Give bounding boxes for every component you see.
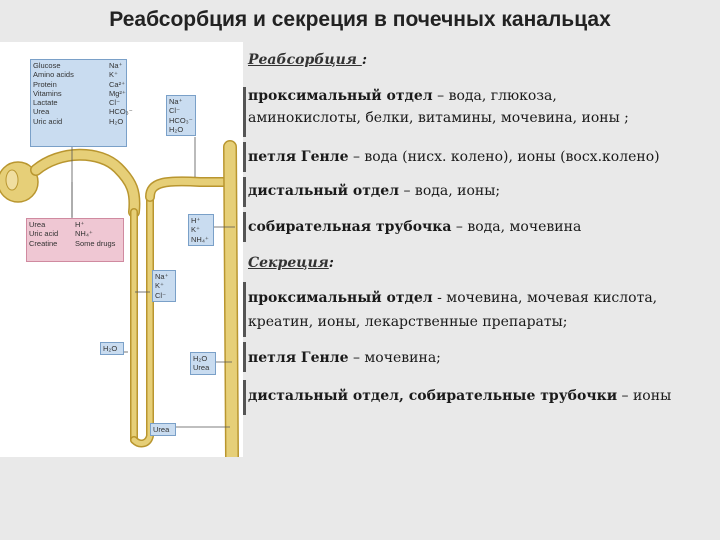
line-sprox: проксимальный отдел - мочевина, мочевая … (248, 288, 657, 308)
divider-bar (243, 342, 246, 372)
sloop-label: петля Генле (248, 350, 349, 366)
label-k: K⁺ (109, 70, 118, 80)
divider-bar (243, 212, 246, 242)
label-hco3: HCO₃⁻ (109, 107, 133, 117)
nephron-figure: Glucose Amino acids Protein Vitamins Lac… (0, 42, 243, 457)
label-urea: Urea (33, 107, 50, 117)
box-loop-ions: Na⁺ K⁺ Cl⁻ (152, 270, 176, 302)
box-secreted-distal: H⁺ K⁺ NH₄⁺ (188, 214, 214, 246)
line-loop: петля Генле – вода (нисх. колено), ионы … (248, 147, 660, 167)
slide-title: Реабсорбция и секреция в почечных каналь… (109, 8, 611, 31)
prox-label: проксимальный отдел (248, 88, 433, 104)
box-secreted-proximal: Urea Uric acid Creatine H⁺ NH₄⁺ Some dru… (26, 218, 124, 262)
divider-bar (243, 142, 246, 172)
secretion-heading: Секреция: (248, 253, 334, 273)
dist-text: – вода, ионы; (399, 183, 501, 199)
label-h2o: H₂O (193, 354, 208, 363)
label-lactate: Lactate (33, 98, 58, 108)
label-h2o: H₂O (169, 124, 184, 134)
sdist-text: – ионы (617, 388, 672, 404)
coll-text: – вода, мочевина (451, 219, 582, 235)
label-na: Na⁺ (155, 272, 169, 281)
sloop-text: – мочевина; (348, 350, 441, 366)
label-h: H⁺ (191, 216, 201, 225)
label-hco3: HCO₃⁻ (169, 115, 193, 125)
prox-text-2: аминокислоты, белки, витамины, мочевина,… (248, 110, 629, 126)
reabsorption-heading: Реабсорбция : (248, 50, 367, 70)
prox-text: – вода, глюкоза, (432, 88, 557, 104)
label-creatine: Creatine (29, 238, 58, 248)
box-reabsorbed-proximal: Glucose Amino acids Protein Vitamins Lac… (30, 59, 133, 147)
box-h2o-descending: H₂O (100, 342, 124, 356)
box-h2o-urea: H₂O Urea (190, 352, 216, 375)
line-sdist: дистальный отдел, собирательные трубочки… (248, 386, 671, 406)
divider-bar (243, 380, 246, 415)
label-na: Na⁺ (169, 97, 183, 106)
label-some-drugs: Some drugs (75, 238, 116, 248)
label-protein: Protein (33, 79, 57, 89)
label-ca: Ca²⁺ (109, 79, 126, 89)
loop-text: – вода (нисх. колено), ионы (восх.колено… (348, 149, 660, 165)
line-sloop: петля Генле – мочевина; (248, 348, 441, 368)
label-uric-acid: Uric acid (29, 229, 59, 239)
label-mg: Mg²⁺ (109, 88, 126, 98)
secretion-colon: : (328, 255, 334, 271)
label-urea: Urea (193, 363, 210, 373)
box-reabsorbed-mid: Na⁺ Cl⁻ HCO₃⁻ H₂O (166, 95, 196, 137)
line-coll: собирательная трубочка – вода, мочевина (248, 217, 581, 237)
divider-bar (243, 177, 246, 207)
label-urea: Urea (29, 220, 46, 229)
line-dist: дистальный отдел – вода, ионы; (248, 181, 500, 201)
loop-label: петля Генле (248, 149, 349, 165)
label-nh4: NH₄⁺ (75, 229, 93, 239)
label-glucose: Glucose (33, 61, 61, 70)
divider-bar (243, 87, 246, 137)
dist-label: дистальный отдел (248, 183, 400, 199)
label-k: K⁺ (191, 225, 200, 235)
label-vitamins: Vitamins (33, 88, 62, 98)
label-urea: Urea (153, 425, 170, 434)
label-cl: Cl⁻ (155, 290, 167, 300)
sprox-label: проксимальный отдел (248, 290, 433, 306)
label-nh4: NH₄⁺ (191, 234, 209, 244)
reabsorption-colon: : (361, 52, 367, 68)
label-amino-acids: Amino acids (33, 70, 74, 80)
label-uric-acid: Uric acid (33, 116, 63, 126)
sprox-text-2: креатин, ионы, лекарственные препараты; (248, 314, 568, 330)
box-urea-loop: Urea (150, 423, 176, 437)
label-h2o: H₂O (103, 344, 118, 353)
sprox-text: - мочевина, мочевая кислота, (432, 290, 658, 306)
label-cl: Cl⁻ (169, 106, 181, 116)
label-h2o: H₂O (109, 116, 124, 126)
divider-bar (243, 282, 246, 337)
label-h: H⁺ (75, 220, 85, 229)
reabsorption-header: Реабсорбция (248, 52, 362, 68)
sdist-label: дистальный отдел, собирательные трубочки (248, 388, 618, 404)
line-prox: проксимальный отдел – вода, глюкоза, (248, 86, 557, 106)
secretion-header: Секреция (248, 255, 329, 271)
label-na: Na⁺ (109, 61, 123, 70)
label-cl: Cl⁻ (109, 98, 121, 108)
coll-label: собирательная трубочка (248, 219, 452, 235)
label-k: K⁺ (155, 281, 164, 291)
